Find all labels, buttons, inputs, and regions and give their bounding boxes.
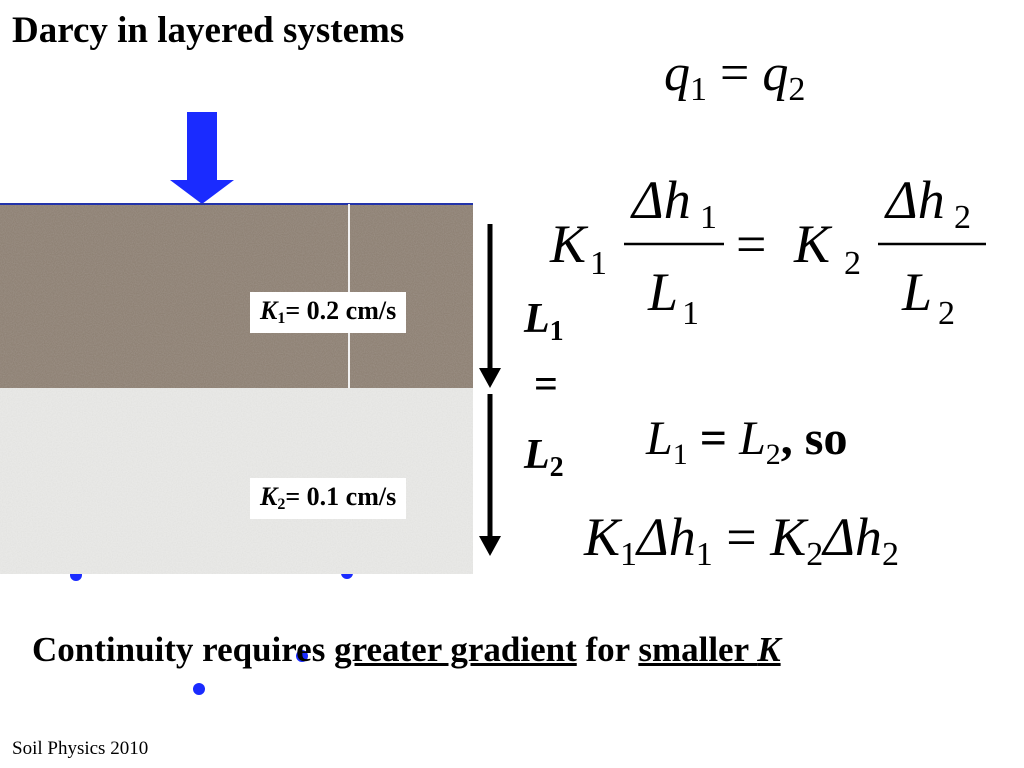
continuity-statement: Continuity requires greater gradient for… <box>32 630 781 669</box>
flow-arrow-icon <box>170 112 234 204</box>
l1-label: L1 <box>524 296 564 347</box>
svg-text:2: 2 <box>844 245 861 282</box>
svg-text:L: L <box>647 262 678 322</box>
svg-text:1: 1 <box>700 199 717 236</box>
dot-marker <box>193 683 205 695</box>
result-equation: K1Δh1 = K2Δh2 <box>584 507 899 573</box>
slide-footer: Soil Physics 2010 <box>12 738 149 759</box>
svg-text:1: 1 <box>682 295 699 332</box>
length-arrow-lower-icon <box>479 394 501 556</box>
svg-text:K: K <box>793 214 833 274</box>
slide-title: Darcy in layered systems <box>12 10 405 51</box>
svg-text:1: 1 <box>590 245 607 282</box>
svg-text:L: L <box>901 262 932 322</box>
darcy-equation: K 1 Δh 1 L 1 = K 2 Δh 2 L 2 <box>549 170 986 332</box>
lengths-equal-equation: L1 = L2, so <box>646 412 848 471</box>
length-equals-sign: = <box>534 362 558 408</box>
svg-text:2: 2 <box>954 199 971 236</box>
dot-marker <box>296 650 308 662</box>
svg-text:K: K <box>549 214 589 274</box>
flux-equation: q1 = q2 <box>664 45 806 108</box>
k1-label: K1= 0.2 cm/s <box>250 292 407 333</box>
svg-text:Δh: Δh <box>630 170 691 230</box>
svg-text:=: = <box>736 214 766 274</box>
length-arrow-upper-icon <box>479 224 501 388</box>
k2-label: K2= 0.1 cm/s <box>250 478 407 519</box>
svg-text:Δh: Δh <box>884 170 945 230</box>
l2-label: L2 <box>524 432 564 483</box>
svg-text:2: 2 <box>938 295 955 332</box>
